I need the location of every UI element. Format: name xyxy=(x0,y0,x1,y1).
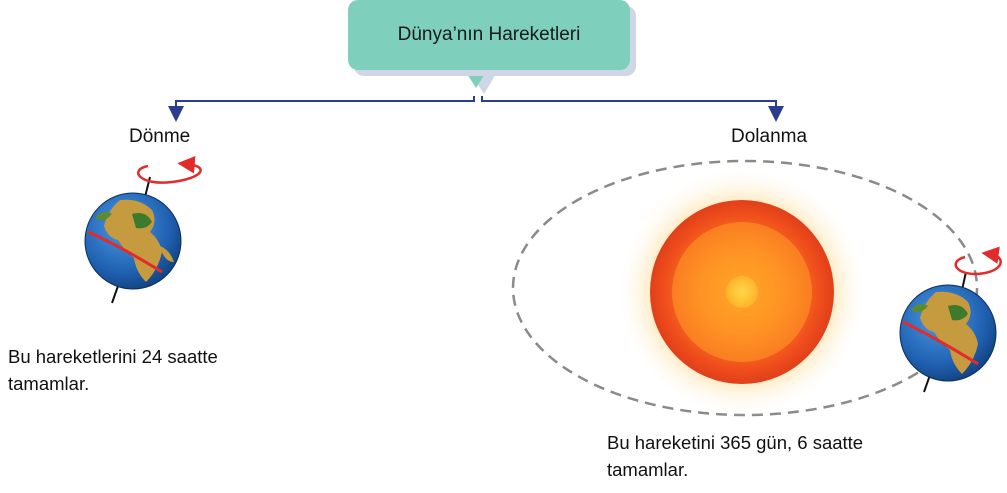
sun xyxy=(616,166,868,418)
title-pointer xyxy=(462,66,497,94)
diagram-title: Dünya’nın Hareketleri xyxy=(348,0,630,70)
label-dolanma: Dolanma xyxy=(731,126,807,148)
connector-lines xyxy=(176,96,776,114)
rotation-arrow-right-icon xyxy=(956,254,1001,274)
label-donme: Dönme xyxy=(129,126,190,148)
rotation-arrow-left-icon xyxy=(138,164,200,183)
earth-left xyxy=(85,177,181,303)
description-dolanma: Bu hareketini 365 gün, 6 saatte tamamlar… xyxy=(607,429,907,483)
description-donme: Bu hareketlerini 24 saatte tamamlar. xyxy=(8,343,298,397)
